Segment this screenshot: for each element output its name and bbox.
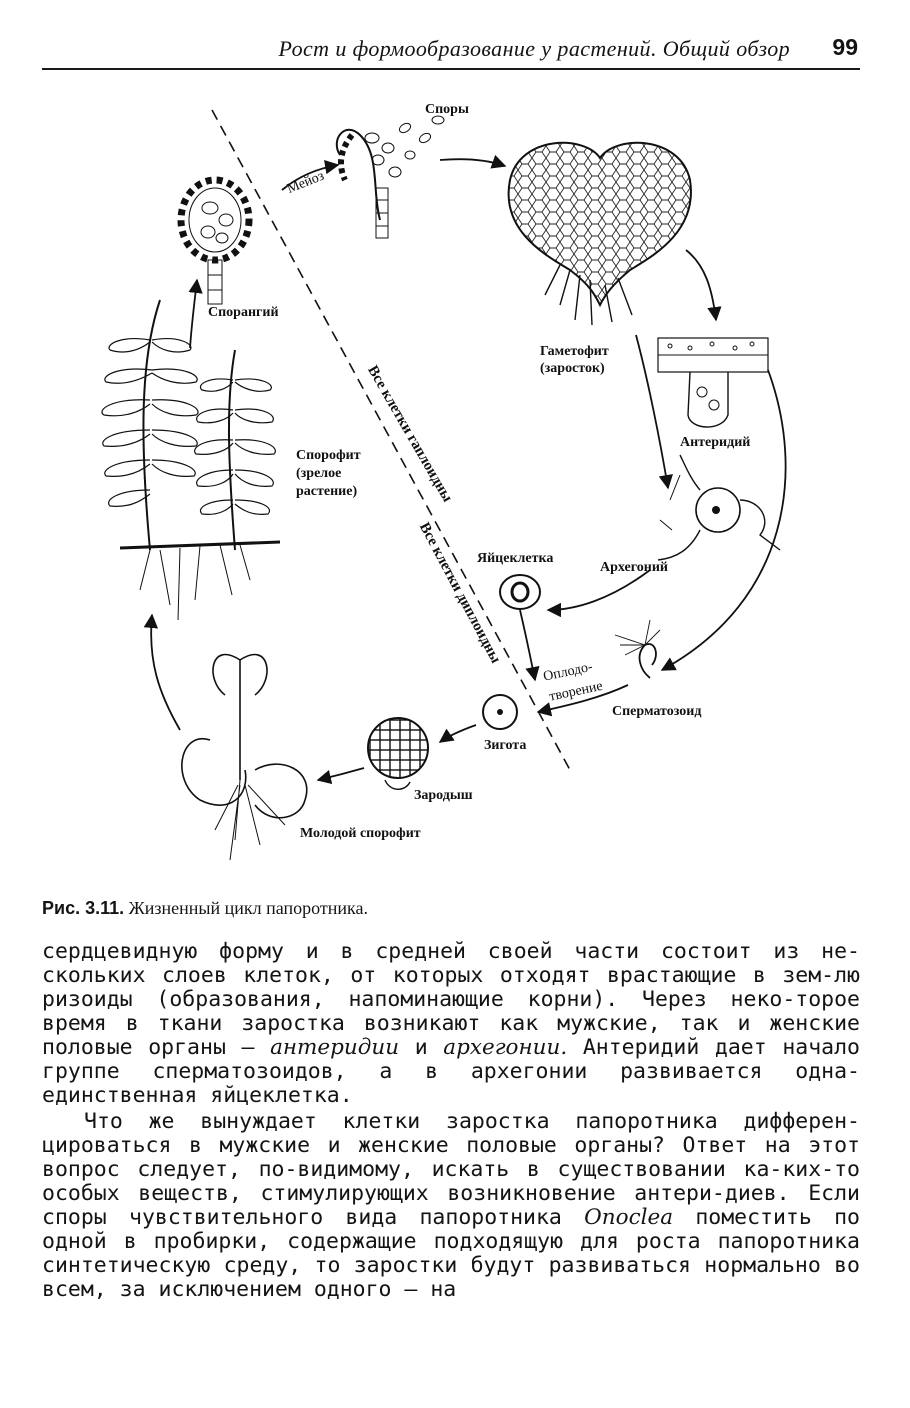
body-text: сердцевидную форму и в средней своей час…: [42, 940, 860, 1302]
term-antheridia: антеридии: [270, 1035, 400, 1060]
figure-caption: Рис. 3.11. Жизненный цикл папоротника.: [42, 898, 368, 919]
fern-life-cycle-figure: Споры Мейоз Спорангий Гаметофит (заросто…: [0, 80, 910, 880]
label-gametophyte-1: Гаметофит: [540, 344, 609, 359]
p2-text-b: поместить по одной в пробирки, содержащи…: [42, 1205, 860, 1302]
label-sporangium: Спорангий: [208, 305, 279, 320]
label-antheridium: Антеридий: [680, 435, 751, 450]
label-zygote: Зигота: [484, 738, 527, 753]
archegonium-drawing: [657, 454, 781, 561]
life-cycle-illustration: [101, 109, 787, 861]
label-young-sporophyte: Молодой спорофит: [300, 826, 421, 841]
paragraph-1: сердцевидную форму и в средней своей час…: [42, 940, 860, 1108]
label-archegonium: Архегоний: [600, 560, 668, 575]
label-sporophyte-1: Спорофит: [296, 448, 361, 463]
zygote-drawing: [482, 694, 518, 730]
label-gametophyte-2: (заросток): [540, 361, 605, 376]
caption-text: Жизненный цикл папоротника.: [128, 898, 368, 918]
page-number: 99: [832, 34, 858, 60]
cycle-arrows: [143, 154, 787, 785]
sperm-drawing: [614, 619, 661, 679]
term-archegonia: архегонии.: [443, 1035, 568, 1060]
p1-and: и: [399, 1035, 444, 1060]
p1-text-a: сердцевидную форму и в средней своей час…: [42, 939, 860, 1060]
young-sporophyte-drawing: [181, 653, 308, 861]
spores-drawing: [335, 115, 445, 239]
page-header: Рост и формообразование у растений. Общи…: [42, 28, 860, 70]
sporangium-drawing: [177, 176, 253, 305]
label-spores: Споры: [425, 102, 469, 117]
p2-text-a: Что же вынуждает клетки заростка папорот…: [42, 1109, 860, 1230]
caption-label: Рис. 3.11.: [42, 898, 125, 918]
label-embryo: Зародыш: [414, 788, 473, 803]
label-sperm: Сперматозоид: [612, 704, 702, 719]
running-title: Рост и формообразование у растений. Общи…: [278, 36, 790, 61]
paragraph-2: Что же вынуждает клетки заростка папорот…: [42, 1110, 860, 1302]
label-egg: Яйцеклетка: [477, 551, 554, 566]
p1-text-b: Антеридий дает начало группе сперматозои…: [42, 1035, 860, 1108]
antheridium-drawing: [657, 337, 769, 428]
egg-drawing: [499, 574, 541, 610]
label-sporophyte-3: растение): [296, 484, 358, 499]
mature-sporophyte-drawing: [101, 299, 281, 621]
genus-onoclea: Onoclea: [584, 1205, 674, 1230]
label-sporophyte-2: (зрелое: [296, 466, 342, 481]
gametophyte-drawing: [507, 141, 692, 326]
embryo-drawing: [367, 717, 429, 790]
